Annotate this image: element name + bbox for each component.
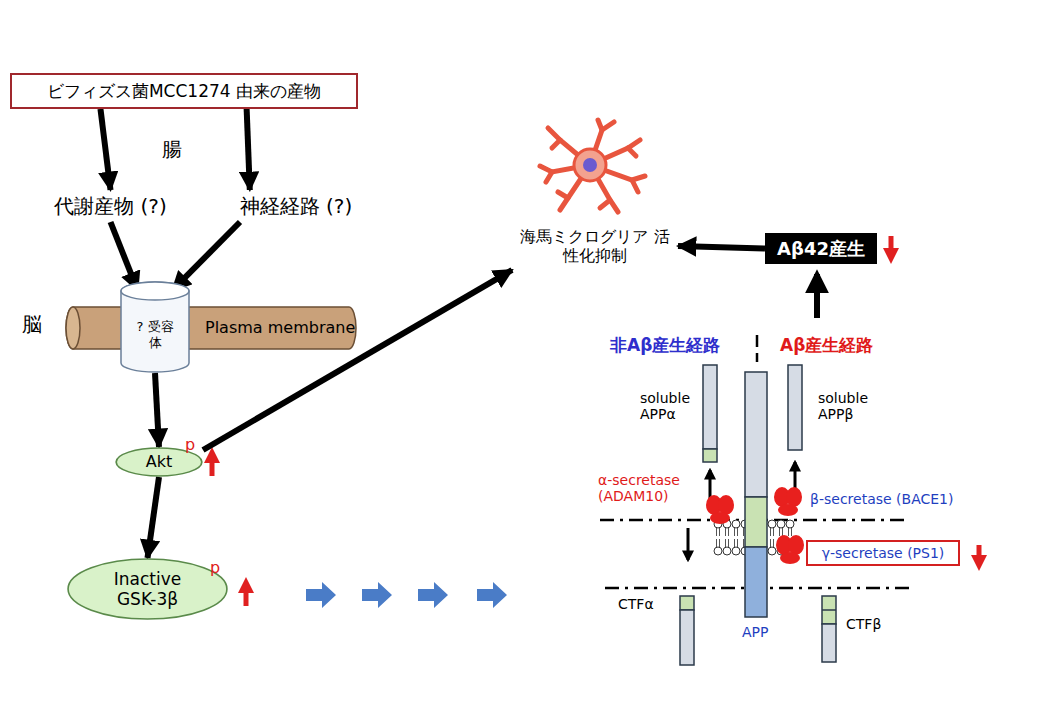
box-node: ビフィズス菌MCC1274 由来の産物 xyxy=(10,73,358,109)
label: soluble APPα xyxy=(640,390,700,422)
ctf-fragments xyxy=(680,596,836,665)
label: CTFα xyxy=(618,596,654,612)
ellipse-node: Aktp xyxy=(115,447,203,477)
connector-arrow xyxy=(173,222,241,290)
ellipse-node: Inactive GSK-3β p xyxy=(67,558,228,620)
label: β-secretase (BACE1) xyxy=(810,491,953,507)
phospho-mark: p xyxy=(210,558,220,577)
secretase-enzymes xyxy=(706,487,804,564)
decrease-arrow xyxy=(891,236,979,563)
node-text: Inactive GSK-3β xyxy=(93,569,203,610)
label: α-secretase (ADAM10) xyxy=(598,472,702,504)
node-text: Akt xyxy=(146,452,172,471)
text-node: 海馬ミクログリア 活性化抑制 xyxy=(512,222,678,270)
label: Aβ産生経路 xyxy=(780,336,873,356)
connector-arrow xyxy=(678,246,765,249)
microglia-icon xyxy=(540,120,645,212)
node-text: Aβ42産生 xyxy=(777,238,865,260)
connector-arrow xyxy=(247,109,250,190)
phospho-mark: p xyxy=(185,435,195,454)
node-text: ビフィズス菌MCC1274 由来の産物 xyxy=(47,81,321,101)
cyl-node: ? 受容体 xyxy=(120,281,190,373)
label: APP xyxy=(742,624,768,640)
app-bar xyxy=(745,372,767,617)
node-text: 神経経路 (?) xyxy=(240,194,353,218)
connector-arrow xyxy=(203,270,512,450)
text-node: 代謝産物 (?) xyxy=(38,190,183,222)
box-node: γ-secretase (PS1) xyxy=(806,540,960,566)
node-text: 代謝産物 (?) xyxy=(54,194,167,218)
cascade-arrows xyxy=(306,582,507,608)
label: soluble APPβ xyxy=(818,390,880,422)
connector-arrow xyxy=(148,477,160,558)
label: 腸 xyxy=(162,138,182,161)
tube-node: Plasma membrane ? 受容体 xyxy=(65,306,357,350)
node-text: 海馬ミクログリア 活性化抑制 xyxy=(520,227,670,265)
label: 非Aβ産生経路 xyxy=(610,336,720,356)
node-text: Plasma membrane xyxy=(205,318,355,337)
text-node: 神経経路 (?) xyxy=(226,190,366,222)
connector-arrow xyxy=(100,109,110,190)
soluble-fragments xyxy=(703,365,802,462)
node-text: γ-secretase (PS1) xyxy=(822,545,945,562)
connector-arrow xyxy=(155,373,159,447)
label: 脳 xyxy=(22,313,42,336)
label: CTFβ xyxy=(846,616,881,632)
connector-arrow xyxy=(111,222,138,290)
process-arrows xyxy=(688,274,817,560)
box-node: Aβ42産生 xyxy=(765,233,877,264)
node-text: ? 受容体 xyxy=(135,319,175,350)
